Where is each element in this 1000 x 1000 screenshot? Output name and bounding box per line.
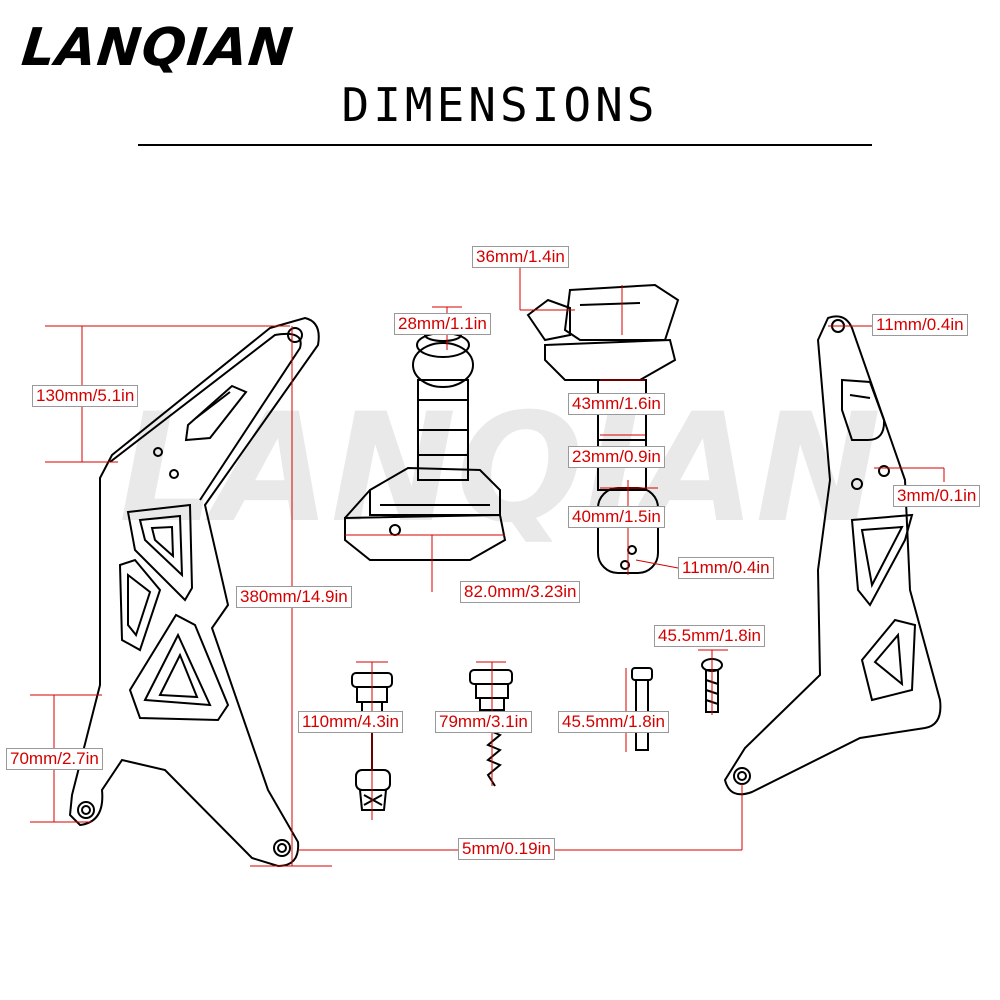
dim-bolt-long: 110mm/4.3in bbox=[298, 711, 404, 733]
dim-slider-b-shaft: 43mm/1.6in bbox=[568, 393, 665, 415]
dim-mount-hole: 5mm/0.19in bbox=[458, 838, 555, 860]
left-frame-bracket bbox=[68, 316, 320, 868]
dim-slider-a-base: 82.0mm/3.23in bbox=[460, 581, 581, 603]
dim-right-bracket-small-hole: 3mm/0.1in bbox=[893, 485, 981, 507]
watermark-text: LANQIAN bbox=[119, 382, 881, 556]
dim-right-bracket-hole: 11mm/0.4in bbox=[872, 314, 968, 336]
dimension-leader-lines bbox=[30, 268, 945, 867]
dim-left-bracket-top: 130mm/5.1in bbox=[32, 385, 139, 407]
dim-slider-b-hole: 11mm/0.4in bbox=[678, 557, 774, 579]
title-divider bbox=[138, 144, 872, 146]
frame-slider-long bbox=[344, 328, 507, 561]
dim-left-bracket-height: 380mm/14.9in bbox=[236, 586, 352, 608]
dim-screw: 45.5mm/1.8in bbox=[654, 625, 765, 647]
dim-slider-b-neck: 23mm/0.9in bbox=[568, 446, 665, 468]
mounting-pin bbox=[631, 667, 653, 751]
dim-pin: 45.5mm/1.8in bbox=[558, 711, 669, 733]
right-frame-bracket bbox=[723, 315, 942, 796]
dim-slider-a-top: 28mm/1.1in bbox=[394, 313, 491, 335]
dim-left-bracket-bottom: 70mm/2.7in bbox=[6, 748, 103, 770]
page-title: DIMENSIONS bbox=[341, 78, 659, 132]
dim-slider-b-puck: 40mm/1.5in bbox=[568, 506, 665, 528]
dim-bolt-medium: 79mm/3.1in bbox=[435, 711, 532, 733]
dim-slider-b-top: 36mm/1.4in bbox=[472, 246, 569, 268]
